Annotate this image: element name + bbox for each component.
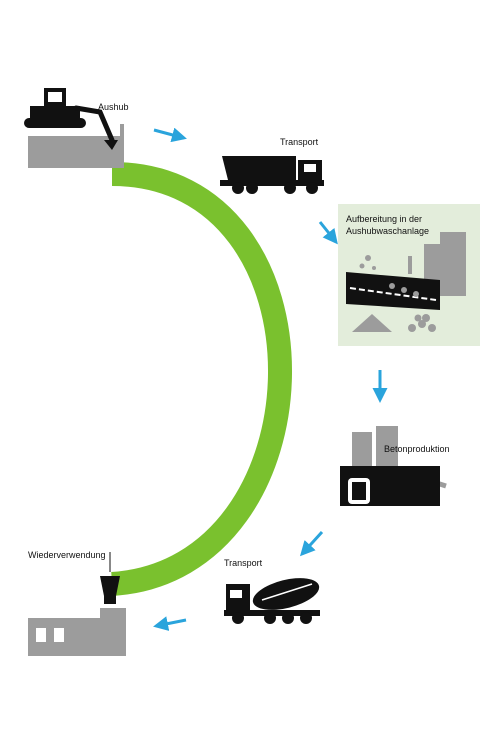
label-wiederverwendung: Wiederverwendung — [28, 550, 106, 560]
arrow-transport-wiederverwendung — [153, 616, 187, 632]
arrow-beton-transport — [299, 530, 324, 557]
arrow-transport-aufbereitung — [318, 221, 338, 245]
excavator-icon — [24, 88, 124, 168]
cycle-arc — [111, 162, 292, 596]
label-aufbereitung-2: Aushubwaschanlage — [346, 226, 430, 236]
washing-plant-icon — [338, 204, 480, 346]
label-betonproduktion: Betonproduktion — [384, 444, 450, 454]
label-transport-bottom: Transport — [224, 558, 263, 568]
building-icon — [28, 552, 126, 656]
label-aushub: Aushub — [98, 102, 129, 112]
mixer-truck-icon — [224, 578, 320, 624]
label-transport-top: Transport — [280, 137, 319, 147]
dump-truck-icon — [220, 156, 324, 194]
arrow-aushub-transport — [153, 127, 187, 143]
concrete-plant-icon — [340, 426, 447, 506]
label-aufbereitung-1: Aufbereitung in der — [346, 214, 423, 224]
